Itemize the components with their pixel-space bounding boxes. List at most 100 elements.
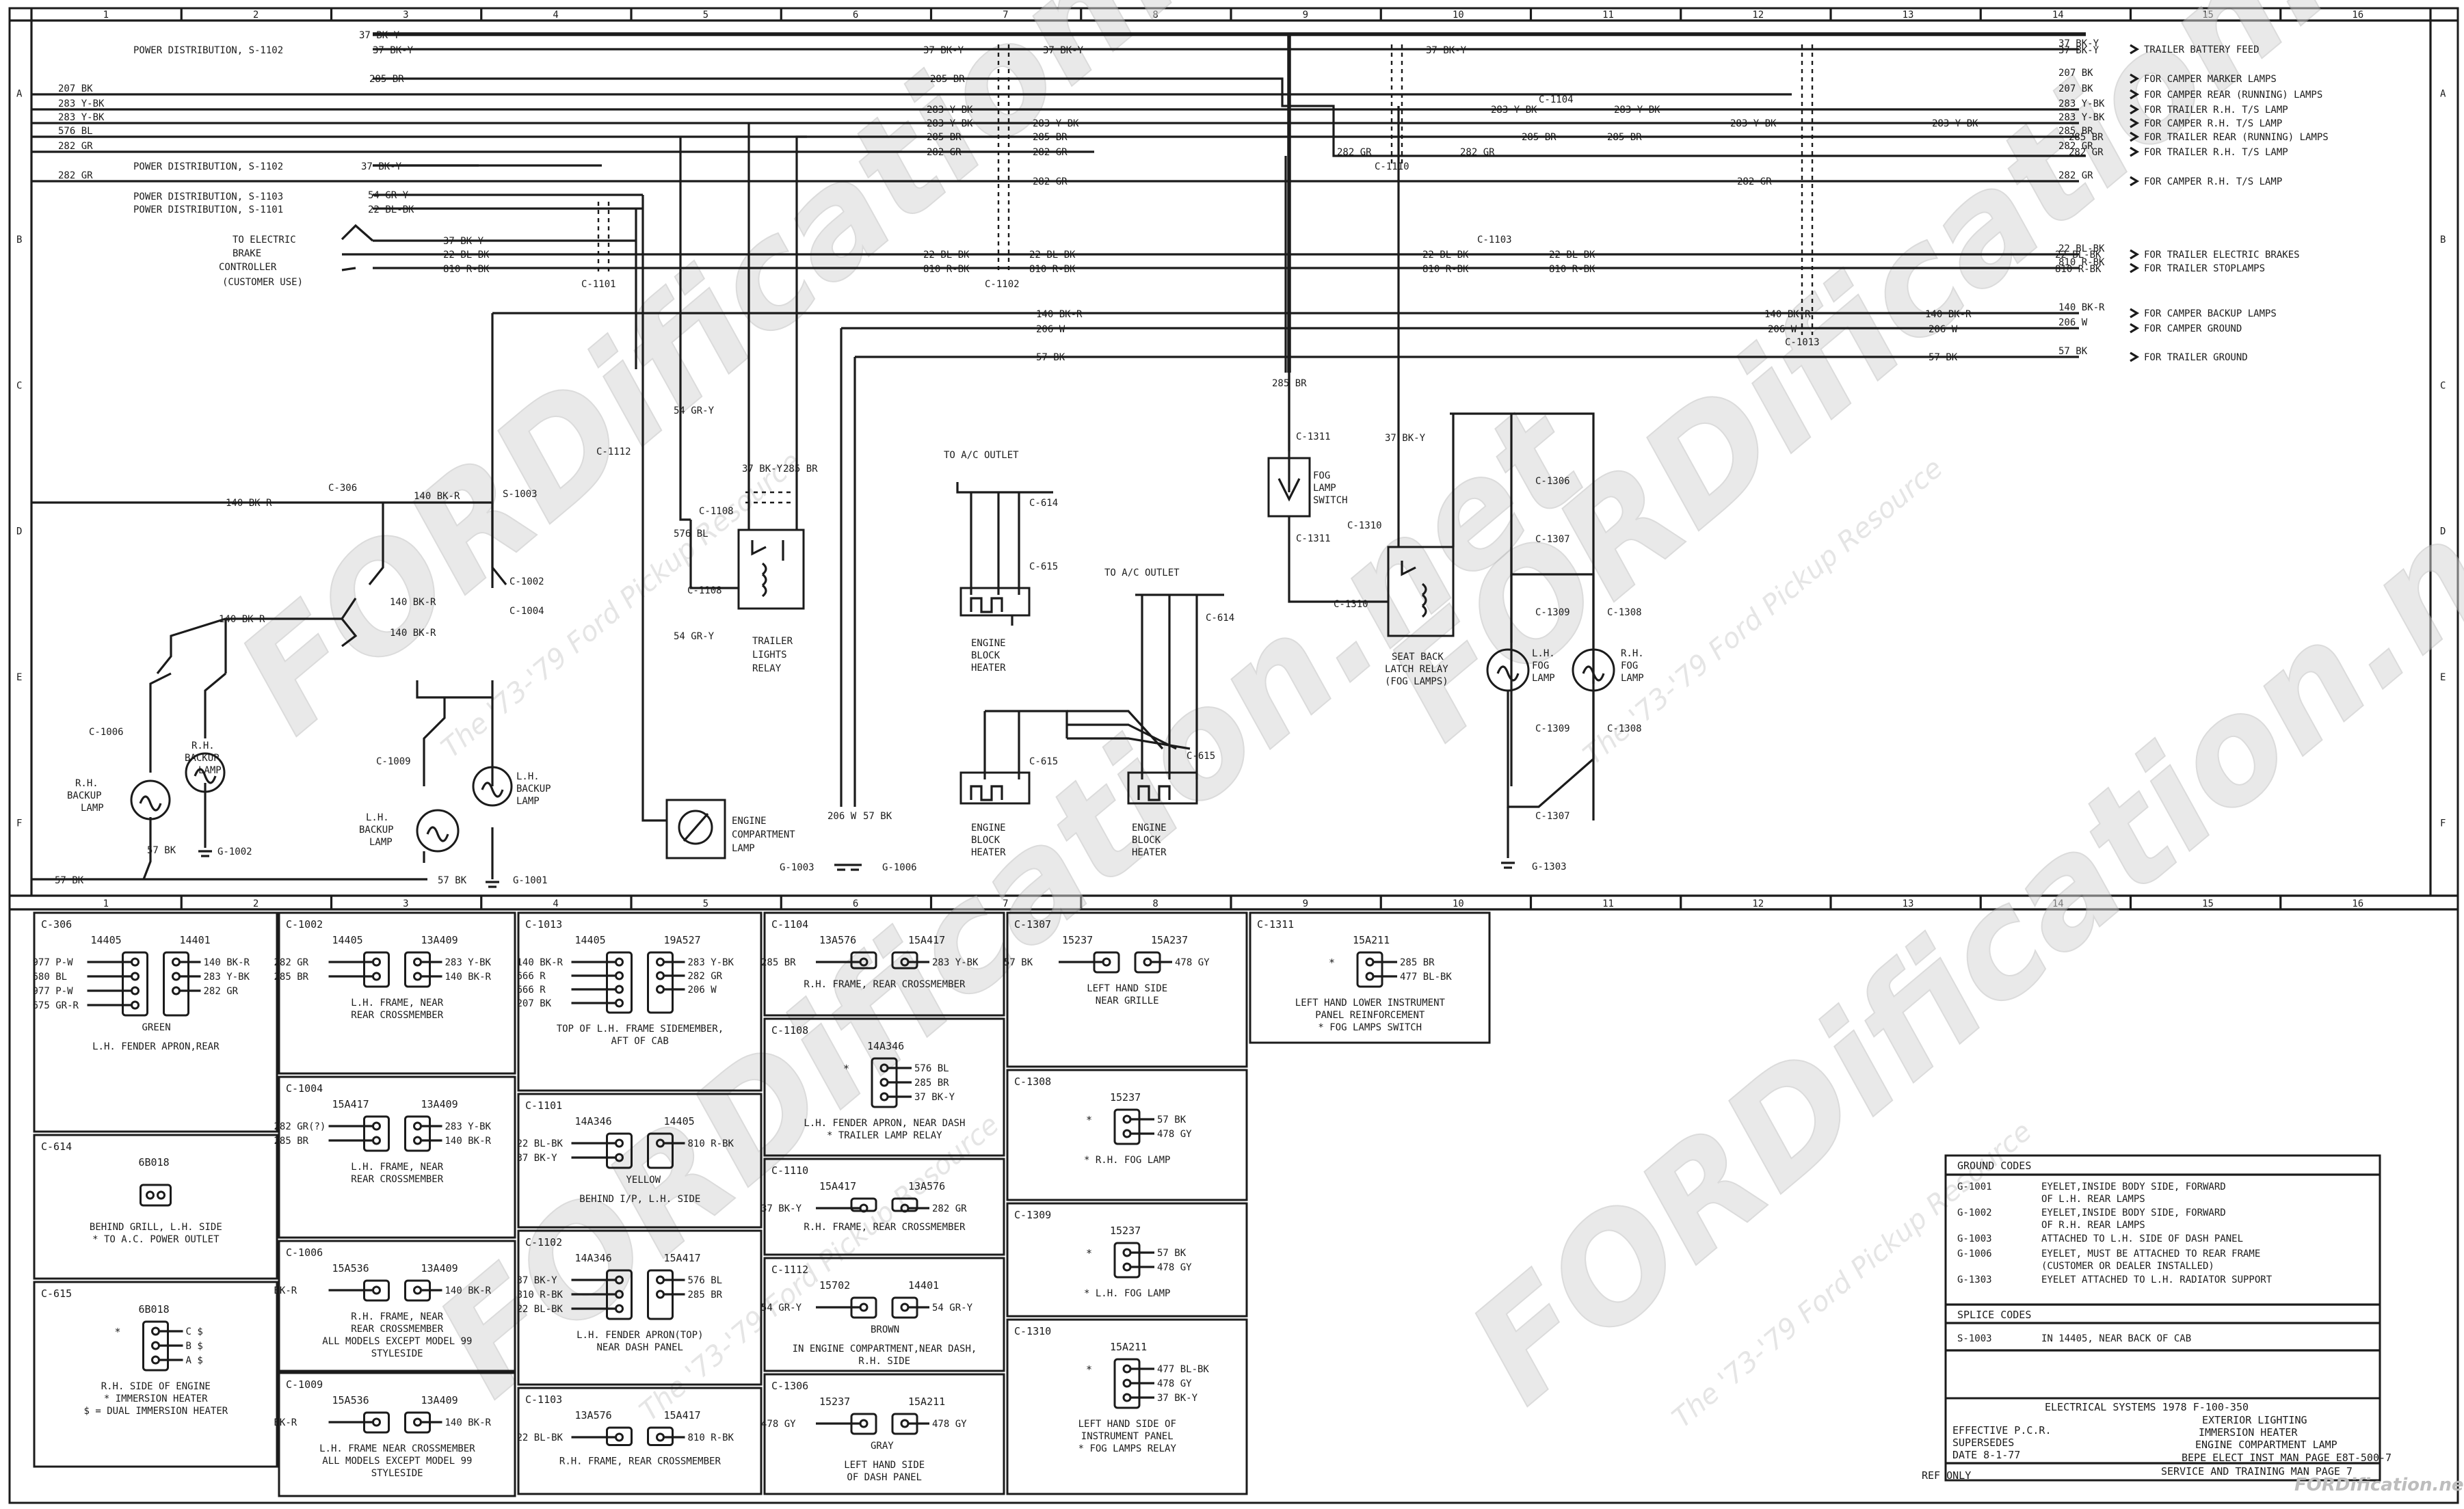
connector-pin: [372, 972, 381, 981]
connector-view-id: C-1309: [1014, 1209, 1051, 1221]
output-label: FOR TRAILER STOPLAMPS: [2144, 263, 2265, 274]
col-marker-top: 3: [403, 10, 408, 21]
connector-star: *: [843, 1063, 849, 1075]
connector-pin: [172, 972, 181, 981]
sheet-frame: [8, 7, 2459, 1504]
connector-part-number: 15A417: [819, 1180, 856, 1192]
conn-c1307b: C-1307: [1535, 811, 1570, 822]
connector-pin: [615, 1153, 624, 1162]
wire-57-drop: 57 BK: [863, 811, 892, 822]
connector-pin: [151, 1355, 160, 1365]
ground-symbol-g1002: [198, 850, 212, 857]
connector-part-number: 15A417: [332, 1098, 369, 1110]
row-marker-right: A: [2440, 89, 2446, 100]
connector-part-number: 13A409: [421, 1394, 458, 1406]
connector-view-border: [763, 1158, 1005, 1256]
col-marker-mid: 10: [1453, 898, 1464, 909]
wire-206-drop: 206 W: [827, 811, 857, 822]
connector-pin: [372, 1417, 381, 1427]
connector-part-number: 14405: [91, 934, 122, 946]
row-marker-left: B: [16, 235, 22, 245]
col-marker-top: 6: [853, 10, 858, 21]
connector-shell-left: [606, 951, 633, 1014]
col-marker-top: 5: [703, 10, 708, 21]
ground-symbol-g1003: [834, 864, 848, 871]
wire-285-r: 285 BR: [1522, 132, 1556, 143]
connector-part-number: 14401: [908, 1279, 939, 1292]
connector-star: *: [1086, 1247, 1092, 1259]
connector-pin: [131, 1000, 140, 1010]
output-wire-label: 283 Y-BK: [2058, 98, 2105, 109]
connector-part-number: 19A527: [664, 934, 701, 946]
connector-pin: [900, 957, 910, 967]
block-heater-1: [956, 482, 1053, 626]
wire-283-r: 283 Y-BK: [1730, 118, 1777, 129]
connector-location-text: STYLESIDE: [371, 1348, 423, 1359]
connector-pin-label: 283 Y-BK: [445, 1121, 492, 1132]
wire-283-m: 283 Y-BK: [927, 105, 973, 116]
ground-code: G-1001: [1957, 1181, 1992, 1192]
connector-pin: [615, 998, 624, 1008]
conn-c614b: C-614: [1206, 613, 1234, 624]
connector-pin-label: 977 P-W: [33, 986, 74, 997]
left-wire-label: 207 BK: [58, 83, 93, 94]
connector-pin: [1122, 1129, 1132, 1138]
connector-pin-label: 37 BK-Y: [1157, 1393, 1198, 1404]
conn-c1009: C-1009: [376, 756, 411, 767]
ground-code-desc: (CUSTOMER OR DEALER INSTALLED): [2041, 1261, 2214, 1272]
connector-pin: [615, 1138, 624, 1148]
connector-location-text: ALL MODELS EXCEPT MODEL 99: [322, 1456, 472, 1467]
connector-location-text: NEAR GRILLE: [1096, 996, 1159, 1006]
connector-pin-label: 666 R: [517, 985, 546, 996]
connector-location-text: L.H. FENDER APRON,REAR: [92, 1041, 220, 1052]
conn-g1006: G-1006: [882, 862, 917, 873]
left-wire-label: 282 GR: [58, 170, 93, 181]
wire-22-far: 22 BL-BK: [2055, 250, 2102, 261]
wire-810-far: 810 R-BK: [2055, 264, 2102, 275]
ground-code-desc: EYELET ATTACHED TO L.H. RADIATOR SUPPORT: [2041, 1274, 2273, 1285]
wire-283-m2: 283 Y-BK: [927, 118, 973, 129]
col-marker-mid: 2: [253, 898, 259, 909]
connector-location-text: REAR CROSSMEMBER: [351, 1324, 443, 1335]
output-arrow: [2130, 104, 2140, 115]
output-label: FOR TRAILER ELECTRIC BRAKES: [2144, 250, 2300, 261]
connector-shell: [140, 1184, 172, 1207]
output-wire-label: 285 BR: [2058, 126, 2093, 137]
connector-pin: [615, 957, 624, 967]
connector-part-number: 14405: [664, 1115, 695, 1127]
row-marker-left: D: [16, 526, 22, 537]
wire-37-mid: 37 BK-Y: [923, 45, 964, 56]
output-wire-label: 282 GR: [2058, 170, 2093, 181]
output-arrow: [2130, 263, 2140, 273]
col-marker-top: 16: [2352, 10, 2363, 21]
connector-pin-label: 140 BK-R: [445, 1417, 492, 1428]
connector-pin-label: B $: [186, 1341, 203, 1352]
connector-pin-label: 477 BL-BK: [1157, 1364, 1209, 1375]
connector-location-text: R.H. FRAME, REAR CROSSMEMBER: [559, 1456, 721, 1467]
wire-37-top2: 37 BK-Y: [373, 45, 414, 56]
ground-code: G-1006: [1957, 1248, 1992, 1259]
ground-codes-title: GROUND CODES: [1957, 1160, 2031, 1172]
conn-c1103: C-1103: [1477, 235, 1512, 245]
conn-c1110: C-1110: [1375, 161, 1409, 172]
connector-location-text: $ = DUAL IMMERSION HEATER: [84, 1406, 228, 1417]
col-marker-mid: 16: [2352, 898, 2363, 909]
connector-view-border: [33, 1134, 278, 1280]
wire-283-r2: 283 Y-BK: [1932, 118, 1978, 129]
col-marker-mid: 8: [1152, 898, 1158, 909]
connector-part-number: 13A576: [908, 1180, 945, 1192]
ground-code: G-1002: [1957, 1207, 1992, 1218]
connector-pin: [656, 1432, 665, 1442]
wire-283-c1104: 283 Y-BK: [1491, 105, 1537, 116]
connector-pin: [1365, 972, 1375, 981]
connector-pin: [656, 1275, 665, 1285]
wire-140-r: 140 BK-R: [1764, 309, 1811, 320]
connector-part-number: 15A211: [908, 1396, 945, 1408]
